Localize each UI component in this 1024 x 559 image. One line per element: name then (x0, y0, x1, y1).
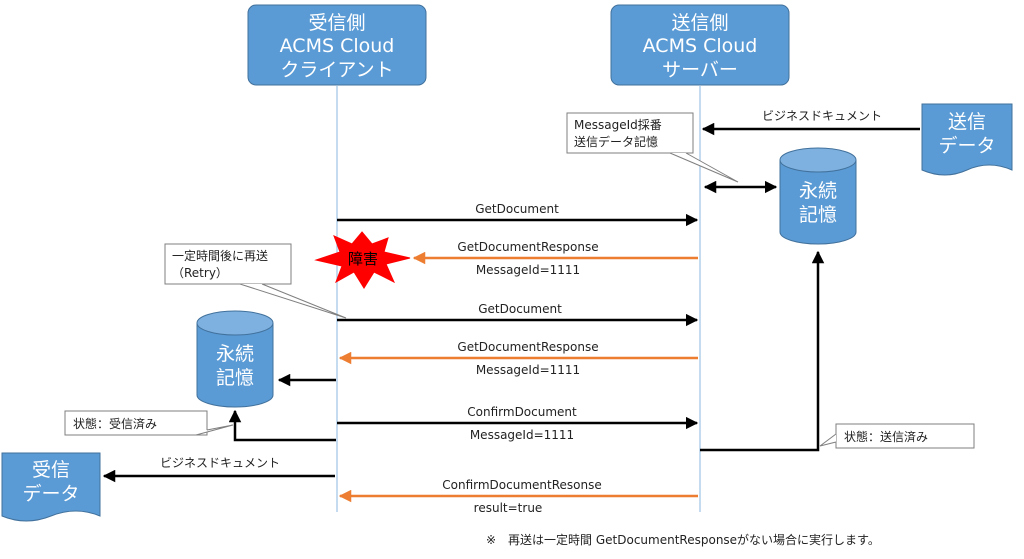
sender-storage-line1: 永続 (799, 180, 837, 202)
msg4-response-label: GetDocumentResponse (457, 340, 598, 354)
sender-storage-cylinder: 永続 記憶 (779, 147, 857, 245)
receiver-storage-line2: 記憶 (216, 367, 254, 389)
send-data-line1: 送信 (948, 111, 986, 133)
msg2-response-label: GetDocumentResponse (457, 240, 598, 254)
receive-data-line1: 受信 (32, 459, 70, 481)
receiver-title-line3: クライアント (280, 59, 393, 81)
msg6-result-label: result=true (474, 501, 543, 515)
received-status-note: 状態：受信済み (64, 410, 234, 436)
sender-title-line1: 送信側 (671, 12, 728, 34)
retry-note: 一定時間後に再送 （Retry） (164, 243, 347, 319)
sender-storage-line2: 記憶 (799, 204, 837, 226)
msg3-getdocument-label: GetDocument (478, 302, 562, 316)
send-data-line2: データ (938, 135, 995, 157)
receiver-status-arrow (228, 409, 336, 442)
sent-status-label: 状態：送信済み (844, 429, 928, 444)
sender-participant-box: 送信側 ACMS Cloud サーバー (610, 4, 790, 86)
receiver-participant-box: 受信側 ACMS Cloud クライアント (247, 4, 427, 86)
received-status-label: 状態：受信済み (73, 416, 157, 431)
msg4-messageid-label: MessageId=1111 (476, 363, 580, 377)
msg5-confirm-label: ConfirmDocument (467, 405, 577, 419)
receive-data-line2: データ (22, 483, 79, 505)
retry-note-line2: （Retry） (172, 266, 228, 280)
footnote: ※ 再送は一定時間 GetDocumentResponseがない場合に実行します… (486, 532, 880, 547)
msg6-confirm-response-label: ConfirmDocumentResonse (442, 478, 601, 492)
messageid-note-line2: 送信データ記憶 (574, 134, 658, 149)
send-data-document: 送信 データ (921, 103, 1013, 176)
failure-label: 障害 (348, 250, 378, 268)
business-document-out-label: ビジネスドキュメント (160, 456, 280, 470)
receiver-storage-line1: 永続 (216, 343, 254, 365)
msg2-messageid-label: MessageId=1111 (476, 263, 580, 277)
receiver-title-line1: 受信側 (308, 12, 365, 34)
msg1-getdocument-label: GetDocument (475, 202, 559, 216)
receiver-title-line2: ACMS Cloud (280, 35, 395, 57)
receiver-storage-cylinder: 永続 記憶 (196, 310, 274, 408)
sender-title-line3: サーバー (662, 59, 738, 81)
messageid-note-line1: MessageId採番 (574, 118, 662, 132)
sender-status-arrow (700, 250, 825, 452)
msg5-messageid-label: MessageId=1111 (470, 428, 574, 442)
receive-data-document: 受信 データ (1, 452, 101, 522)
messageid-note: MessageId採番 送信データ記憶 (566, 112, 739, 183)
business-document-in-label: ビジネスドキュメント (762, 109, 882, 123)
sent-status-note: 状態：送信済み (819, 423, 975, 449)
retry-note-line1: 一定時間後に再送 (172, 248, 268, 263)
sender-title-line2: ACMS Cloud (643, 35, 758, 57)
failure-burst: 障害 (314, 231, 411, 289)
